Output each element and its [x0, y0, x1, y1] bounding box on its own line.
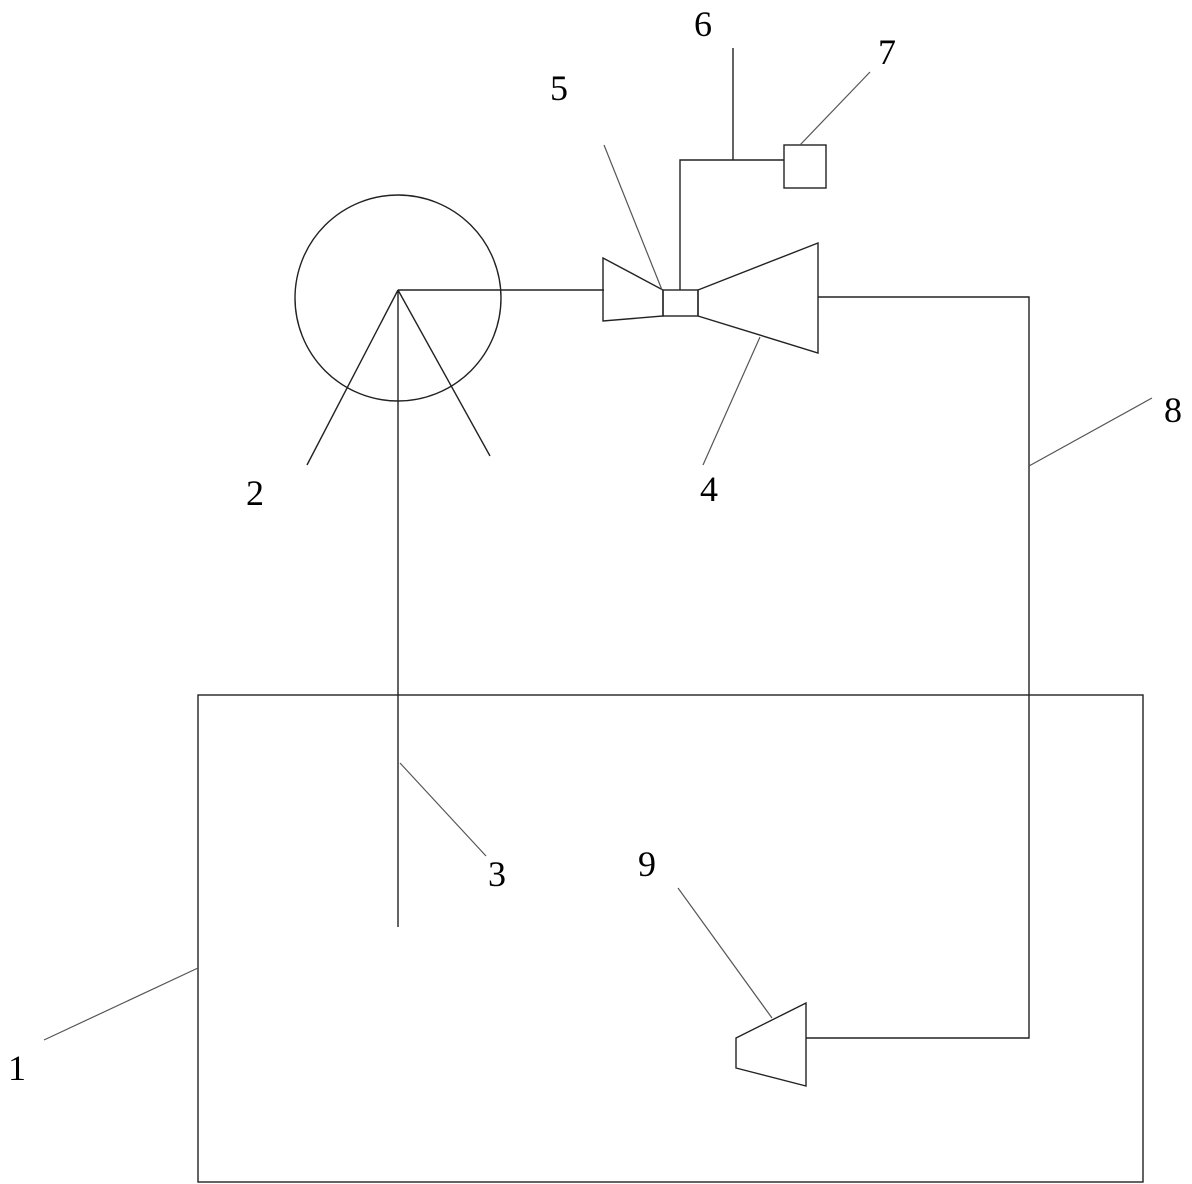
label-2: 2: [246, 473, 264, 513]
label-3: 3: [488, 854, 506, 894]
venturi-throat: [662, 289, 699, 317]
label-8: 8: [1164, 390, 1182, 430]
air-intake-branch: [679, 159, 784, 290]
label-6: 6: [694, 4, 712, 44]
leader-8: [1028, 397, 1153, 467]
label-7: 7: [878, 32, 896, 72]
label-5: 5: [550, 68, 568, 108]
venturi-diverging-section: [697, 241, 819, 354]
valve-box: [783, 144, 827, 189]
label-9: 9: [638, 844, 656, 884]
label-1: 1: [8, 1048, 26, 1088]
pump-leg-left: [306, 289, 399, 466]
leader-5: [603, 144, 663, 291]
leader-1: [43, 967, 199, 1041]
label-4: 4: [700, 469, 718, 509]
leader-4: [702, 336, 761, 466]
leader-7: [799, 71, 871, 146]
nozzle: [735, 1001, 807, 1087]
leader-9: [677, 887, 773, 1019]
venturi-converging-section: [602, 256, 664, 322]
return-pipe: [806, 296, 1030, 1039]
tank: [197, 694, 1144, 1183]
leader-3: [399, 762, 487, 857]
pump-leg-right: [397, 289, 491, 457]
